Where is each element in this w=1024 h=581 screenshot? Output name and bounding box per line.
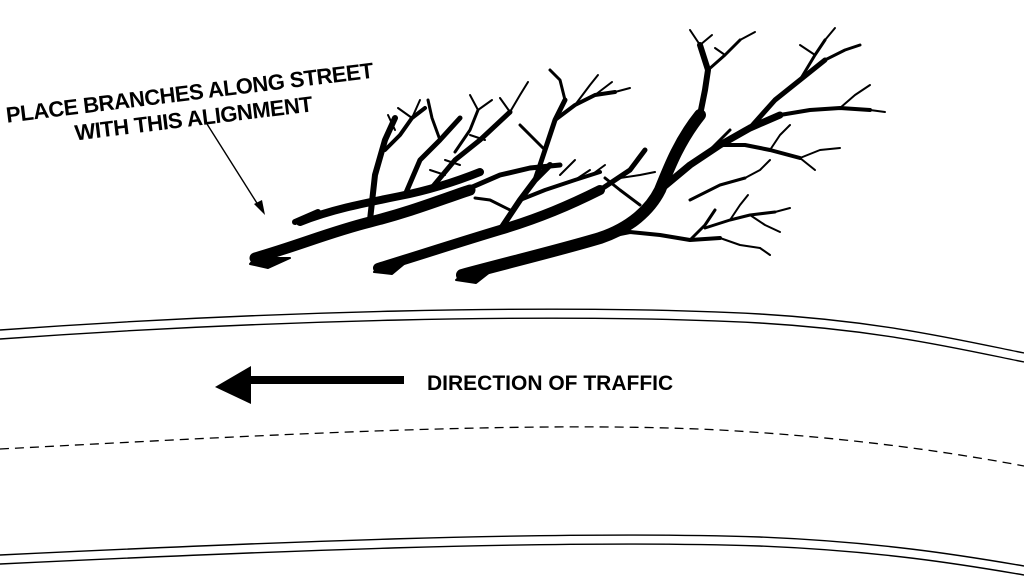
instruction-label: PLACE BRANCHES ALONG STREET WITH THIS AL… <box>5 58 376 146</box>
lane-divider <box>0 426 1024 467</box>
traffic-direction-label: DIRECTION OF TRAFFIC <box>427 372 673 395</box>
road-edge-top <box>0 308 1024 363</box>
road-edge-bottom <box>0 534 1024 576</box>
pointer-arrow-icon <box>206 123 265 215</box>
left-arrow-icon <box>215 366 404 404</box>
branch-left <box>249 81 563 269</box>
tree-branches-illustration <box>249 27 886 284</box>
branch-right <box>455 27 886 284</box>
